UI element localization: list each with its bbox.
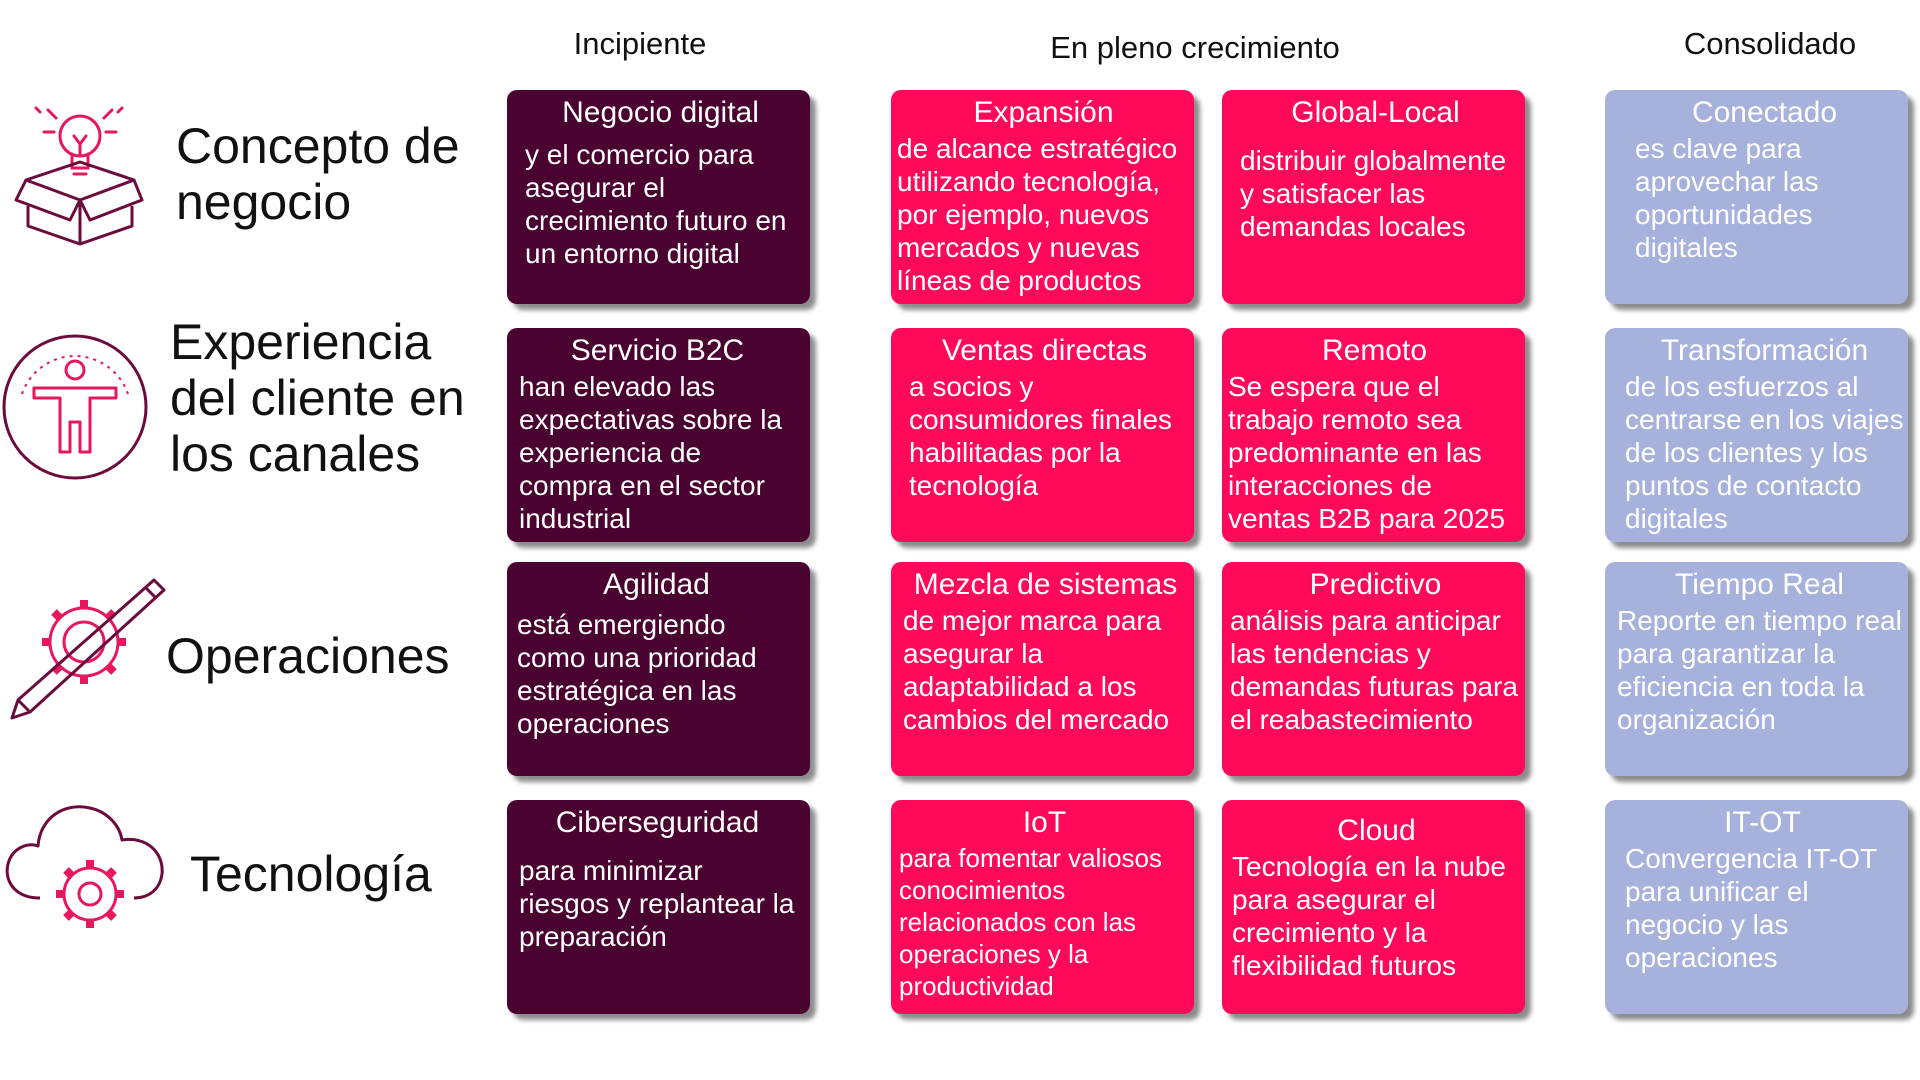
card-body: distribuir globalmente y satisfacer las … <box>1240 145 1507 242</box>
card-servicio-b2c: Servicio B2C han elevado las expectativa… <box>507 328 810 542</box>
card-iot: IoT para fomentar valiosos conocimientos… <box>891 800 1194 1014</box>
row-title-negocio: Concepto de negocio <box>176 118 460 230</box>
card-body: y el comercio para asegurar el crecimien… <box>525 139 787 269</box>
card-title: Ventas directas <box>941 334 1148 367</box>
card-remoto: Remoto Se espera que el trabajo remoto s… <box>1222 328 1525 542</box>
card-transformacion: Transformación de los esfuerzos al centr… <box>1605 328 1908 542</box>
card-body: de mejor marca para asegurar la adaptabi… <box>903 605 1170 735</box>
card-title: Expansión <box>973 96 1114 129</box>
card-expansion: Expansión de alcance estratégico utiliza… <box>891 90 1194 304</box>
gear-pencil-icon <box>8 576 168 731</box>
lightbulb-box-icon <box>14 96 144 251</box>
card-title: Servicio B2C <box>570 334 745 367</box>
card-mezcla-sistemas: Mezcla de sistemas de mejor marca para a… <box>891 562 1194 776</box>
column-header-incipiente: Incipiente <box>573 26 707 61</box>
card-ciberseguridad: Ciberseguridad para minimizar riesgos y … <box>507 800 810 1014</box>
card-title: Global-Local <box>1291 96 1460 129</box>
card-title: IoT <box>1022 806 1067 839</box>
card-title: Agilidad <box>603 568 710 601</box>
card-it-ot: IT-OT Convergencia IT-OT para unificar e… <box>1605 800 1908 1014</box>
card-predictivo: Predictivo análisis para anticipar las t… <box>1222 562 1525 776</box>
card-ventas-directas: Ventas directas a socios y consumidores … <box>891 328 1194 542</box>
card-agilidad: Agilidad está emergiendo como una priori… <box>507 562 810 776</box>
card-body: para fomentar valiosos conocimientos rel… <box>899 843 1163 1001</box>
card-body: análisis para anticipar las tendencias y… <box>1230 605 1518 735</box>
card-title: Remoto <box>1321 334 1428 367</box>
card-body: Reporte en tiempo real para garantizar l… <box>1617 605 1902 735</box>
card-body: de alcance estratégico utilizando tecnol… <box>897 133 1178 296</box>
card-body: de los esfuerzos al centrarse en los via… <box>1625 371 1904 534</box>
column-header-consolidado: Consolidado <box>1683 26 1857 61</box>
person-circle-icon <box>0 332 150 487</box>
card-title: Conectado <box>1691 96 1838 129</box>
card-body: a socios y consumidores finales habilita… <box>909 371 1173 501</box>
card-global-local: Global-Local distribuir globalmente y sa… <box>1222 90 1525 304</box>
card-body: está emergiendo como una prioridad estra… <box>517 609 757 739</box>
card-tiempo-real: Tiempo Real Reporte en tiempo real para … <box>1605 562 1908 776</box>
card-body: es clave para aprovechar las oportunidad… <box>1635 133 1819 263</box>
card-title: Transformación <box>1660 334 1869 367</box>
card-title: Ciberseguridad <box>555 806 760 839</box>
card-body: Tecnología en la nube para asegurar el c… <box>1232 851 1506 981</box>
card-title: Tiempo Real <box>1675 568 1844 601</box>
card-body: para minimizar riesgos y replantear la p… <box>519 855 795 952</box>
row-title-tecnologia: Tecnología <box>190 846 432 902</box>
card-title: Cloud <box>1337 814 1416 847</box>
card-title: Mezcla de sistemas <box>913 568 1178 601</box>
card-title: IT-OT <box>1724 806 1801 839</box>
card-negocio-digital: Negocio digital y el comercio para asegu… <box>507 90 810 304</box>
row-title-operaciones: Operaciones <box>166 628 450 684</box>
row-title-experiencia: Experiencia del cliente en los canales <box>170 314 465 482</box>
cloud-gear-icon <box>0 790 170 945</box>
card-title: Predictivo <box>1309 568 1442 601</box>
card-body: Convergencia IT-OT para unificar el nego… <box>1625 843 1877 973</box>
column-header-crecimiento: En pleno crecimiento <box>1050 30 1340 65</box>
card-conectado: Conectado es clave para aprovechar las o… <box>1605 90 1908 304</box>
card-body: Se espera que el trabajo remoto sea pred… <box>1228 371 1506 534</box>
card-body: han elevado las expectativas sobre la ex… <box>519 371 783 534</box>
card-title: Negocio digital <box>562 96 759 129</box>
card-cloud: Cloud Tecnología en la nube para asegura… <box>1222 800 1525 1014</box>
